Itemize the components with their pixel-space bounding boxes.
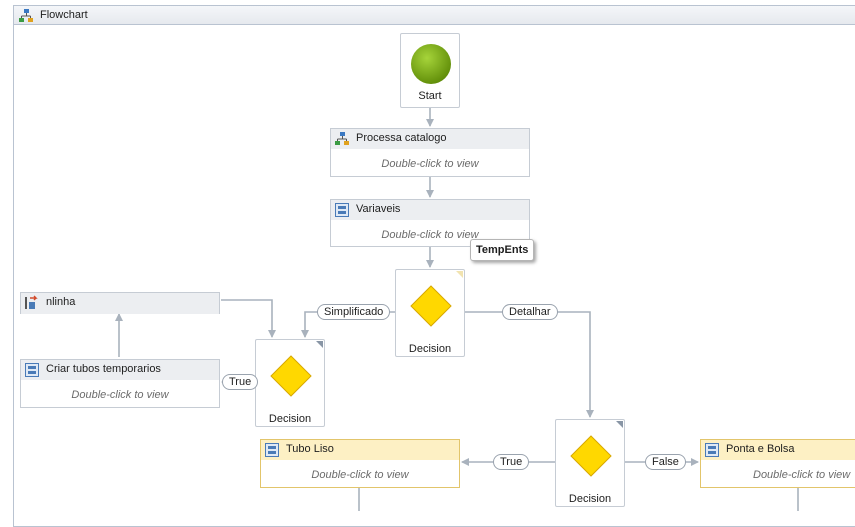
activity-variaveis[interactable]: Variaveis Double-click to view	[330, 199, 530, 247]
corner-marker	[616, 421, 623, 428]
activity-criar-tubos-temporarios[interactable]: Criar tubos temporarios Double-click to …	[20, 359, 220, 408]
decision-diamond-icon	[270, 355, 312, 397]
activity-hint: Double-click to view	[753, 469, 851, 481]
activity-title: Criar tubos temporarios	[46, 363, 161, 375]
corner-marker	[316, 341, 323, 348]
corner-marker	[456, 271, 463, 278]
activity-ponta-e-bolsa[interactable]: Ponta e Bolsa Double-click to view	[700, 439, 855, 488]
decision-diamond-icon	[410, 285, 452, 327]
activity-title: Processa catalogo	[356, 132, 447, 144]
flowchart-icon	[335, 132, 349, 145]
decision-diamond-icon	[570, 435, 612, 477]
activity-hint: Double-click to view	[311, 469, 409, 481]
flowchart-title: Flowchart	[40, 9, 88, 21]
decision-label: Decision	[408, 343, 452, 355]
activity-title: nlinha	[46, 296, 76, 308]
assign-icon	[25, 295, 38, 309]
branch-label-false[interactable]: False	[645, 454, 686, 470]
decision-label: Decision	[568, 493, 612, 505]
start-label: Start	[418, 90, 442, 102]
branch-label-true[interactable]: True	[222, 374, 259, 390]
decision-label: Decision	[268, 413, 312, 425]
start-circle-icon	[411, 44, 451, 84]
sequence-icon	[265, 443, 279, 457]
activity-hint: Double-click to view	[381, 158, 479, 170]
branch-label-simplificado[interactable]: Simplificado	[317, 304, 391, 320]
activity-hint: Double-click to view	[71, 389, 169, 401]
sequence-icon	[335, 203, 349, 217]
activity-processa-catalogo[interactable]: Processa catalogo Double-click to view	[330, 128, 530, 177]
activity-nlinha[interactable]: nlinha	[20, 292, 220, 314]
decision-node-1[interactable]: Decision	[395, 269, 465, 357]
activity-title: Tubo Liso	[286, 443, 334, 455]
activity-tubo-liso[interactable]: Tubo Liso Double-click to view	[260, 439, 460, 488]
decision-node-3[interactable]: Decision	[555, 419, 625, 507]
flowchart-icon	[19, 9, 33, 22]
sequence-icon	[25, 363, 39, 377]
branch-label-detalhar[interactable]: Detalhar	[502, 304, 558, 320]
start-node[interactable]: Start	[400, 33, 460, 108]
decision-node-2[interactable]: Decision	[255, 339, 325, 427]
activity-title: Variaveis	[356, 203, 401, 215]
connector-nlinha-decision	[221, 299, 276, 338]
sequence-icon	[705, 443, 719, 457]
variable-tooltip: TempEnts	[470, 239, 535, 261]
connector-detalhar	[465, 311, 594, 418]
flowchart-titlebar: Flowchart	[13, 5, 855, 25]
activity-title: Ponta e Bolsa	[726, 443, 795, 455]
branch-label-true[interactable]: True	[493, 454, 530, 470]
activity-hint: Double-click to view	[381, 229, 479, 241]
